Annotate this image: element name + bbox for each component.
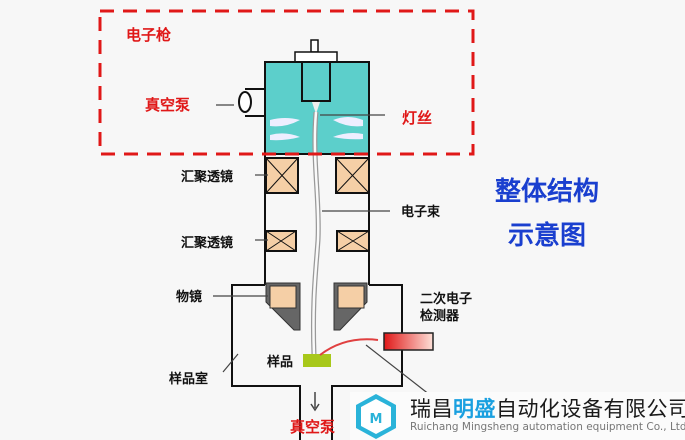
secondary-detector — [383, 332, 434, 351]
electron-gun-region — [98, 9, 475, 156]
label-detector-1: 二次电子 — [420, 291, 472, 307]
label-electron-gun: 电子枪 — [126, 26, 171, 44]
condenser-lens-2 — [265, 230, 370, 252]
label-sample-chamber: 样品室 — [169, 371, 208, 387]
company-name-cn: 瑞昌明盛自动化设备有限公司 — [410, 393, 685, 423]
title-line-1: 整体结构 — [495, 176, 599, 207]
watermark-background — [350, 392, 685, 440]
objective-lens — [265, 282, 368, 331]
label-sample: 样品 — [267, 354, 293, 370]
condenser-lens-1 — [265, 157, 370, 194]
leader-lines — [213, 104, 431, 396]
label-electron-beam: 电子束 — [401, 204, 441, 220]
sample-block — [303, 354, 331, 367]
title-line-2: 示意图 — [508, 220, 586, 251]
label-vacuum-pump-top: 真空泵 — [145, 96, 190, 114]
electron-gun — [238, 39, 370, 155]
sample-chamber-walls — [231, 284, 403, 440]
company-name-highlight: 明盛 — [453, 397, 496, 421]
company-name-part: 自动化设备有限公司 — [496, 397, 685, 421]
label-vacuum-pump-bottom: 真空泵 — [290, 418, 335, 436]
company-name-part: 瑞昌 — [410, 397, 453, 421]
label-condenser-lens-1: 汇聚透镜 — [181, 169, 233, 185]
label-condenser-lens-2: 汇聚透镜 — [181, 235, 233, 251]
company-name-en: Ruichang Mingsheng automation equipment … — [410, 421, 685, 433]
label-filament: 灯丝 — [402, 109, 432, 127]
label-detector-2: 检测器 — [420, 308, 460, 324]
label-objective-lens: 物镜 — [176, 289, 202, 305]
secondary-electron-path — [319, 338, 379, 356]
